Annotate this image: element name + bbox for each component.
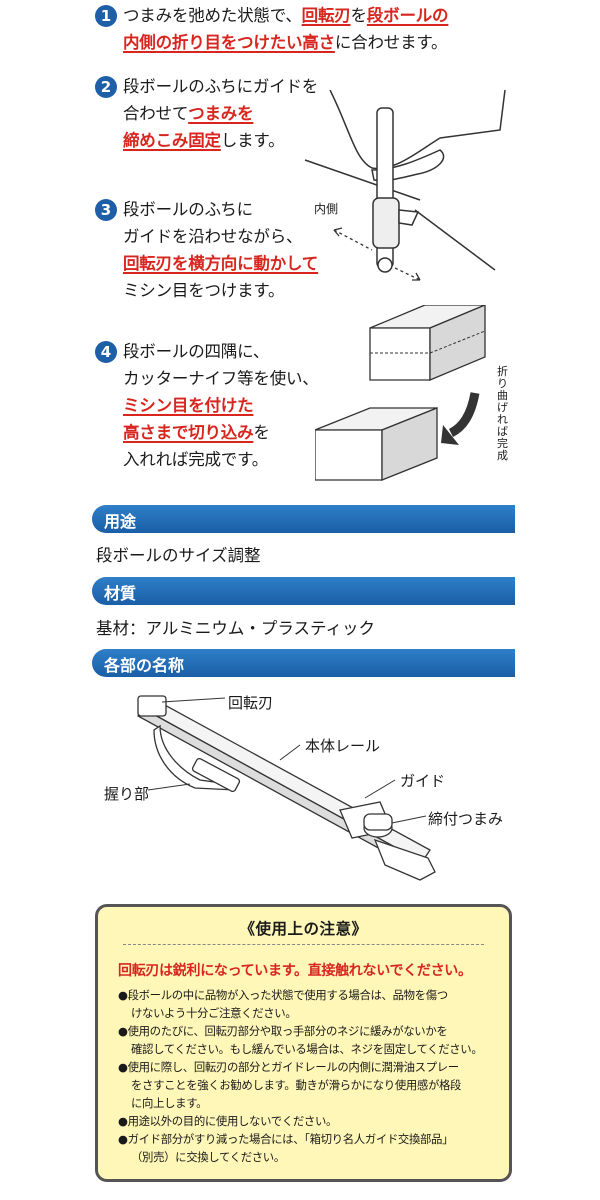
caution-item-line: 確認してください。もし緩んでいる場合は、ネジを固定してください。 [131, 1042, 483, 1056]
step-3-text: 段ボールのふちにガイドを沿わせながら、回転刃を横方向に動かしてミシン目をつけます… [123, 196, 318, 304]
material-section-bar: 材質 [92, 577, 515, 605]
step-1-number: 1 [95, 5, 117, 27]
step-text-run: に合わせます。 [334, 33, 448, 52]
parts-title: 各部の名称 [104, 656, 185, 675]
caution-item-line: ●用途以外の目的に使用しないでください。 [118, 1114, 338, 1128]
step-line: 締めこみ固定します。 [123, 127, 318, 154]
caution-warning: 回転刃は鋭利になっています。直接触れないでください。 [118, 963, 472, 979]
step-text-run: カッターナイフ等を使い、 [123, 369, 319, 388]
part-guide-label: ガイド [400, 772, 446, 790]
step-text-run: 入れれば完成です。 [123, 450, 269, 469]
fold-complete-label: 折り曲げれば完成 [497, 365, 508, 462]
step-1-text: つまみを弛めた状態で、回転刃を段ボールの内側の折り目をつけたい高さに合わせます。 [123, 2, 449, 56]
emphasis-text: 締めこみ固定 [123, 131, 221, 150]
caution-item-line: ●使用のたびに、回転刃部分や取っ手部分のネジに緩みがないかを [118, 1024, 448, 1038]
step-text-run: ガイドを沿わせながら、 [123, 227, 303, 246]
parts-section-bar: 各部の名称 [92, 649, 515, 677]
caution-item-line: ●使用に際し、回転刃の部分とガイドレールの内側に潤滑油スプレー [118, 1060, 459, 1074]
caution-item: ●使用のたびに、回転刃部分や取っ手部分のネジに緩みがないかを確認してください。も… [118, 1022, 498, 1058]
step-line: ミシン目を付けた [123, 392, 319, 419]
emphasis-text: つまみを [188, 104, 254, 123]
emphasis-text: 内側の折り目をつけたい高さ [123, 33, 335, 52]
usage-title: 用途 [104, 512, 137, 531]
step-text-run: します。 [220, 131, 285, 150]
caution-item-line: に向上します。 [131, 1096, 208, 1110]
caution-item: ●用途以外の目的に使用しないでください。 [118, 1112, 498, 1130]
caution-box: 《使用上の注意》 回転刃は鋭利になっています。直接触れないでください。 ●段ボー… [95, 904, 512, 1182]
caution-item: ●ガイド部分がすり減った場合には、「箱切り名人ガイド交換部品」 （別売）に交換して… [118, 1130, 498, 1166]
emphasis-text: 高さまで切り込み [123, 423, 254, 442]
step-3-number: 3 [95, 199, 117, 221]
material-text: 基材：アルミニウム・プラスティック [96, 619, 376, 638]
caution-item-line: （別売）に交換してください。 [131, 1150, 285, 1164]
step-text-run: 段ボールの四隅に、 [123, 342, 270, 361]
caution-title: 《使用上の注意》 [239, 920, 368, 938]
step-line: 段ボールの四隅に、 [123, 338, 319, 365]
box-illustration [315, 305, 486, 481]
step-line: 段ボールのふちにガイドを [123, 73, 318, 100]
emphasis-text: 回転刃を横方向に動かして [123, 254, 319, 273]
part-knob-label: 締付つまみ [428, 810, 504, 828]
step-line: ミシン目をつけます。 [123, 277, 318, 304]
step-line: 段ボールのふちに [123, 196, 318, 223]
step-text-run: 段ボールのふちに [123, 200, 253, 219]
step-line: 入れれば完成です。 [123, 446, 319, 473]
usage-section-bar: 用途 [92, 505, 515, 533]
material-title: 材質 [104, 584, 137, 603]
step-2-number: 2 [95, 76, 117, 98]
step-text-run: を [350, 6, 368, 25]
usage-text: 段ボールのサイズ調整 [96, 546, 261, 565]
emphasis-text: 回転刃 [301, 6, 351, 25]
part-rail-label: 本体レール [305, 737, 381, 755]
step-line: 内側の折り目をつけたい高さに合わせます。 [123, 29, 448, 56]
caution-item-line: けないよう十分ご注意ください。 [131, 1006, 297, 1020]
part-grip-label: 握り部 [104, 785, 150, 803]
step-text-run: を [253, 423, 270, 442]
step-line: 回転刃を横方向に動かして [123, 250, 318, 277]
step-text-run: つまみを弛めた状態で、 [123, 6, 302, 25]
step-text-run: 段ボールのふちにガイドを [123, 77, 319, 96]
hand-cutter-illustration [304, 90, 506, 281]
step-text-run: 合わせて [123, 104, 189, 123]
step-line: 高さまで切り込みを [123, 419, 319, 446]
emphasis-text: 段ボールの [366, 6, 449, 25]
step-2-text: 段ボールのふちにガイドを合わせてつまみを締めこみ固定します。 [123, 73, 318, 154]
emphasis-text: ミシン目を付けた [123, 396, 254, 415]
inner-label: 内側 [314, 202, 339, 216]
part-blade-label: 回転刃 [228, 694, 274, 712]
caution-item-line: ●ガイド部分がすり減った場合には、「箱切り名人ガイド交換部品」 [118, 1132, 454, 1146]
step-text-run: ミシン目をつけます。 [123, 281, 285, 300]
caution-item-line: ●段ボールの中に品物が入った状態で使用する場合は、品物を傷つ [118, 988, 448, 1002]
tool-illustration [137, 695, 436, 881]
step-4-text: 段ボールの四隅に、カッターナイフ等を使い、ミシン目を付けた高さまで切り込みを入れ… [123, 338, 319, 473]
caution-item-line: をさすことを強くお勧めします。動きが滑らかになり使用感が格段 [131, 1078, 462, 1092]
caution-item: ●段ボールの中に品物が入った状態で使用する場合は、品物を傷つけないよう十分ご注意… [118, 986, 498, 1022]
step-line: ガイドを沿わせながら、 [123, 223, 318, 250]
step-line: 合わせてつまみを [123, 100, 318, 127]
step-line: カッターナイフ等を使い、 [123, 365, 319, 392]
step-line: つまみを弛めた状態で、回転刃を段ボールの [123, 2, 449, 29]
caution-divider [123, 944, 484, 945]
step-4-number: 4 [95, 341, 117, 363]
caution-item: ●使用に際し、回転刃の部分とガイドレールの内側に潤滑油スプレーをさすことを強くお… [118, 1058, 498, 1112]
